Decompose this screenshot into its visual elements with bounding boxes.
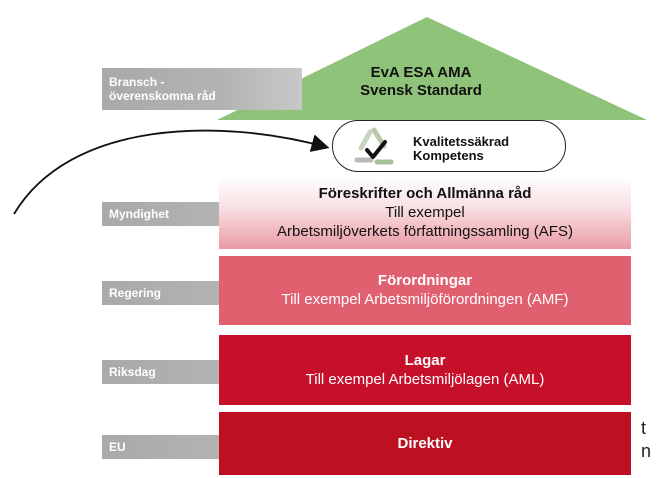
tier-myndighet-sub2: Arbetsmiljöverkets författningssamling (…	[277, 223, 573, 240]
label-bransch-line2: överenskomna råd	[109, 89, 216, 103]
tier-riksdag-sub1: Till exempel Arbetsmiljölagen (AML)	[305, 370, 545, 388]
label-bransch: Bransch - överenskomna råd	[102, 68, 302, 110]
tier-regering-title: Förordningar	[377, 272, 473, 289]
tier-eu: Direktiv	[219, 411, 631, 475]
roof-line2: Svensk Standard	[360, 82, 482, 99]
edge-letter-n: n	[641, 441, 652, 461]
roof-triangle	[217, 17, 647, 120]
tier-regering-sub1: Till exempel Arbetsmiljöförordningen (AM…	[281, 291, 569, 308]
quality-badge: Kvalitetssäkrad Kompetens	[332, 120, 566, 172]
recycle-check-icon	[354, 127, 394, 165]
tier-myndighet: Föreskrifter och Allmänna råd Till exemp…	[219, 176, 631, 249]
edge-letter-t: t	[641, 418, 647, 438]
badge-line2: Kompetens	[413, 148, 484, 163]
badge-text: Kvalitetssäkrad Kompetens	[413, 135, 509, 163]
tier-myndighet-title: Föreskrifter och Allmänna råd	[318, 185, 532, 202]
roof-title: EvA ESA AMA Svensk Standard	[322, 64, 520, 100]
roof-line1: EvA ESA AMA	[370, 64, 472, 81]
tier-eu-title: Direktiv	[397, 434, 453, 452]
tier-riksdag-title: Lagar	[404, 351, 446, 369]
tier-riksdag: Lagar Till exempel Arbetsmiljölagen (AML…	[219, 334, 631, 405]
badge-line1: Kvalitetssäkrad	[413, 134, 510, 149]
label-bransch-line1: Bransch -	[109, 75, 165, 89]
arrow-path	[13, 129, 330, 215]
tier-regering: Förordningar Till exempel Arbetsmiljöför…	[219, 255, 631, 325]
tier-myndighet-sub1: Till exempel	[385, 204, 465, 221]
